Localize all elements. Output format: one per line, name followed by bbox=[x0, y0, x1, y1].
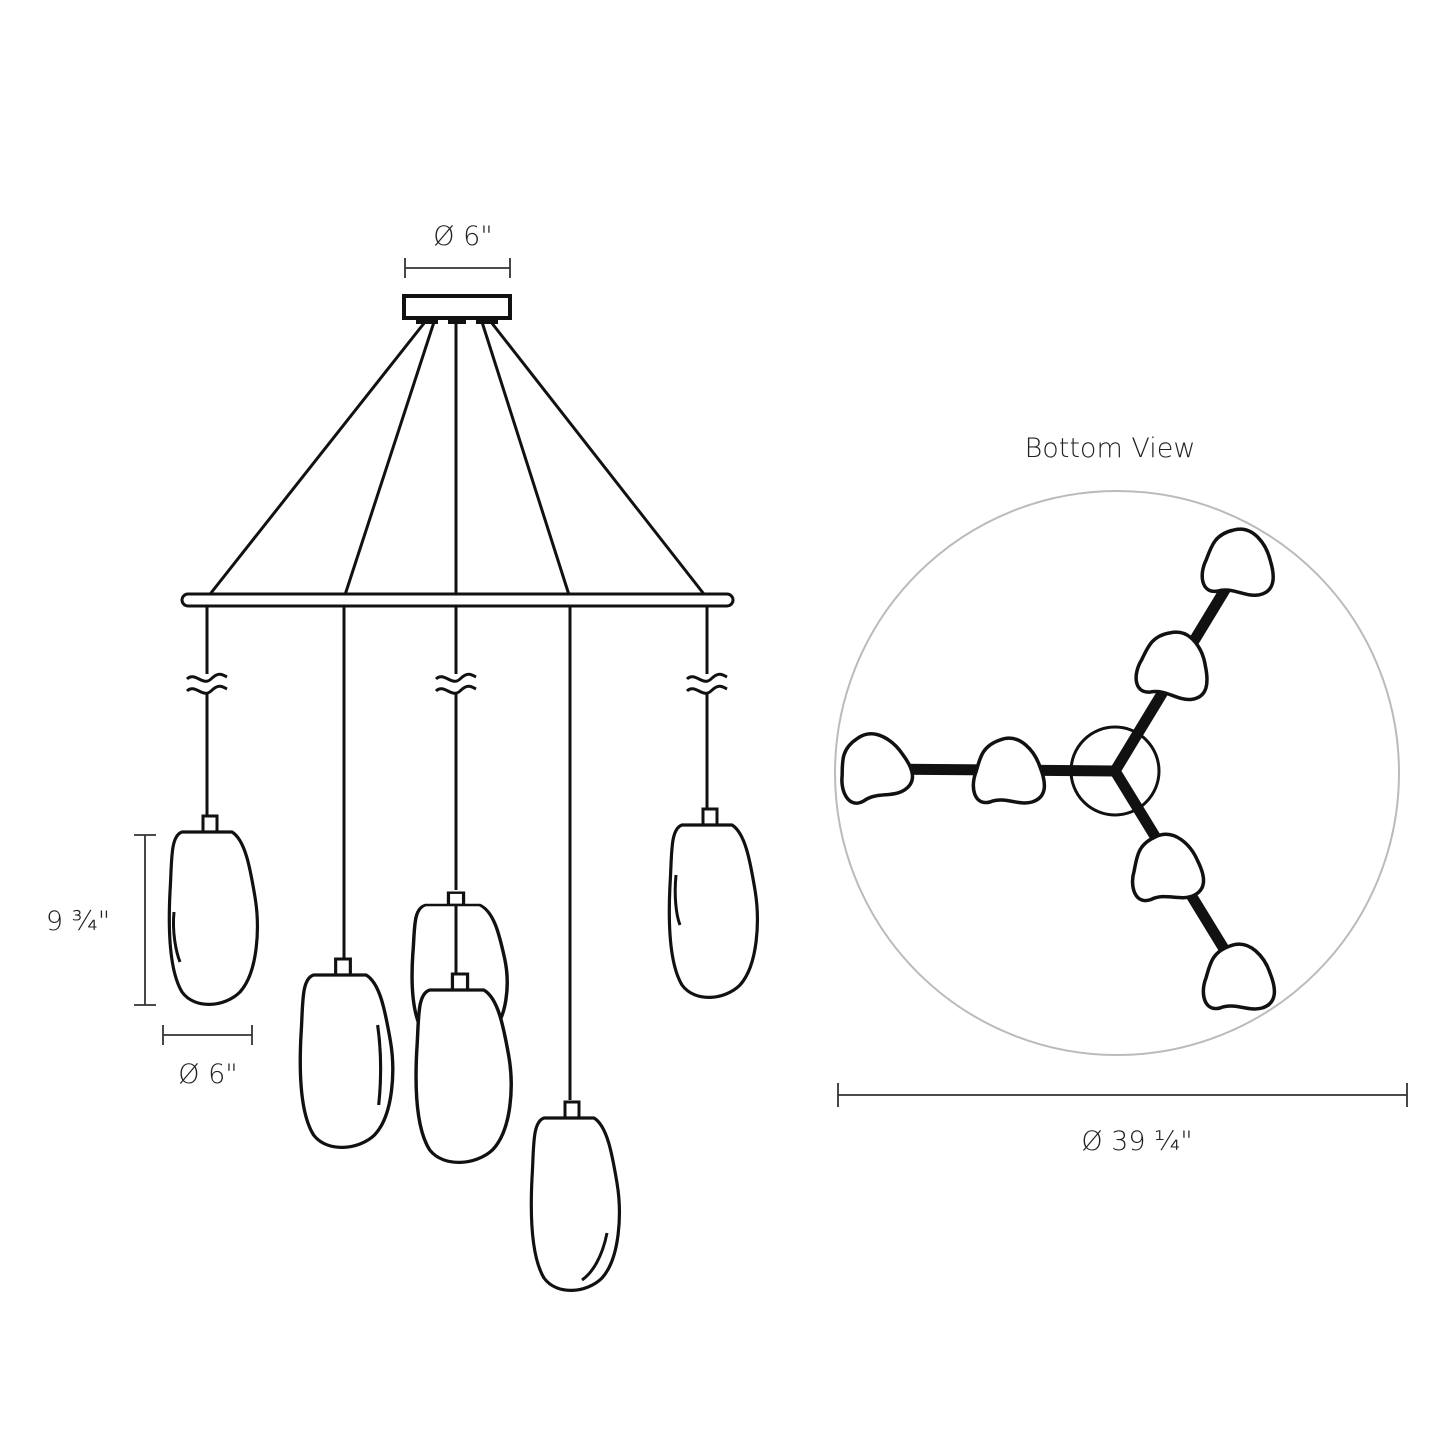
pendant-1 bbox=[167, 814, 259, 1007]
canopy-diameter-label: Ø 6" bbox=[433, 221, 492, 252]
pendant-4 bbox=[414, 972, 513, 1165]
bottom-view-arms bbox=[879, 562, 1245, 978]
bottom-view-title: Bottom View bbox=[1025, 433, 1196, 464]
pendant-cords bbox=[205, 606, 709, 1100]
overall-diameter-label: Ø 39 ¼" bbox=[1081, 1126, 1192, 1157]
support-rods bbox=[205, 321, 709, 599]
cord-break-marks bbox=[185, 672, 729, 695]
ring-frame bbox=[180, 592, 735, 608]
pendant-2 bbox=[298, 957, 395, 1150]
pendant-5 bbox=[529, 1100, 621, 1293]
bottom-view: Bottom View bbox=[829, 433, 1400, 1056]
canopy bbox=[402, 294, 512, 324]
pendant-diameter-dimension: Ø 6" bbox=[162, 1025, 253, 1090]
overall-footprint-circle bbox=[834, 490, 1400, 1056]
bottom-view-shade bbox=[971, 736, 1047, 805]
overall-diameter-dimension: Ø 39 ¼" bbox=[837, 1083, 1408, 1157]
pendant-diameter-label: Ø 6" bbox=[178, 1059, 237, 1090]
bottom-view-shade bbox=[1201, 942, 1277, 1011]
bottom-view-shade bbox=[1126, 829, 1207, 904]
bottom-view-shade bbox=[1131, 624, 1217, 705]
pendant-height-dimension: 9 ¾" bbox=[46, 834, 156, 1006]
bottom-view-shade bbox=[1199, 524, 1279, 599]
canopy-dimension: Ø 6" bbox=[404, 221, 511, 278]
bottom-view-shade bbox=[829, 723, 919, 809]
pendant-height-label: 9 ¾" bbox=[46, 906, 110, 937]
pendant-6 bbox=[667, 807, 759, 1000]
